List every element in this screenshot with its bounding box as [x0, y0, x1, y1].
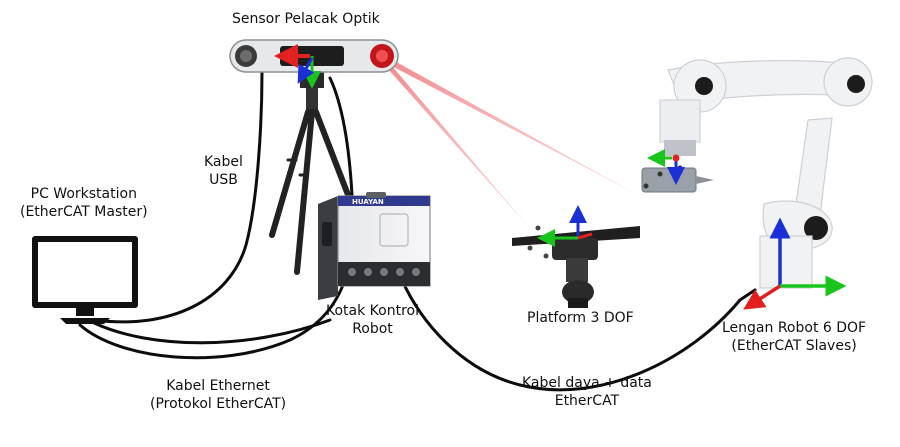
sensor-axis-z — [297, 57, 315, 84]
arm-flange — [664, 140, 696, 156]
tool-axis-x — [672, 154, 680, 162]
pc-label: PC Workstation (EtherCAT Master) — [20, 186, 148, 221]
sensor-label: Sensor Pelacak Optik — [232, 11, 380, 27]
usb-cable-label-line1: Kabel — [204, 154, 243, 170]
robot-arm-label: Lengan Robot 6 DOF (EtherCAT Slaves) — [722, 320, 866, 355]
tripod — [269, 68, 353, 275]
monitor-base — [60, 318, 110, 324]
pc-monitor — [32, 236, 138, 324]
arm-tool-tip — [696, 176, 714, 184]
monitor-stand — [76, 308, 94, 316]
cables — [78, 70, 757, 392]
control-box-label-line1: Kotak Kontrol — [326, 303, 419, 319]
tracking-beams — [378, 52, 640, 232]
usb-cable-label: Kabel USB — [204, 154, 243, 189]
monitor-screen — [38, 242, 132, 302]
tripod-leg-center — [294, 109, 315, 275]
tripod-leg-right — [313, 109, 353, 203]
arm-wrist-link — [659, 99, 701, 143]
robot-arm-label-line1: Lengan Robot 6 DOF — [722, 320, 867, 336]
power-cable-label-line2: EtherCAT — [554, 392, 620, 409]
beam-to-robot-tool — [378, 52, 640, 196]
base-axis-x — [743, 284, 781, 310]
power-cable-label-line1: Kabel daya + data — [522, 375, 652, 391]
tripod-leg-left — [269, 109, 311, 238]
ethernet-cable-label-line2: (Protokol EtherCAT) — [150, 395, 287, 412]
control-box-top-strip — [338, 196, 430, 206]
platform-marker-2 — [527, 245, 533, 251]
power-data-cable — [400, 278, 757, 392]
arm-tool — [641, 167, 697, 193]
tripod-cable — [328, 76, 354, 197]
pc-label-line2: (EtherCAT Master) — [20, 203, 148, 220]
ethernet-cable-2 — [90, 318, 332, 345]
platform-marker-3 — [543, 253, 549, 259]
ethernet-cable-label: Kabel Ethernet (Protokol EtherCAT) — [150, 378, 286, 413]
optical-sensor — [229, 39, 399, 89]
control-box-handle — [366, 192, 386, 198]
control-box-label: Kotak Kontrol Robot — [326, 303, 419, 338]
platform-joint — [552, 238, 598, 260]
usb-cable — [93, 70, 264, 324]
tripod-column — [306, 88, 318, 114]
control-box-side — [318, 196, 338, 300]
control-box-label-line2: Robot — [352, 320, 393, 337]
arm-base — [759, 235, 813, 289]
robot-arm — [641, 57, 873, 310]
control-box: HUAYAN — [318, 192, 431, 300]
platform-label: Platform 3 DOF — [527, 310, 634, 326]
power-cable-label: Kabel daya + data EtherCAT — [522, 375, 652, 410]
platform-axis-x — [577, 232, 593, 240]
control-box-brand: HUAYAN — [352, 198, 384, 206]
ethernet-cable-label-line1: Kabel Ethernet — [166, 378, 270, 394]
usb-cable-label-line2: USB — [209, 171, 238, 188]
platform-marker-1 — [535, 225, 541, 231]
robot-arm-label-line2: (EtherCAT Slaves) — [731, 337, 857, 354]
platform-3dof — [512, 205, 640, 308]
platform-column — [566, 258, 588, 282]
beam-to-platform — [380, 60, 533, 232]
pc-label-line1: PC Workstation — [30, 186, 137, 202]
ethernet-cable — [78, 283, 345, 360]
control-box-panel — [379, 213, 409, 247]
